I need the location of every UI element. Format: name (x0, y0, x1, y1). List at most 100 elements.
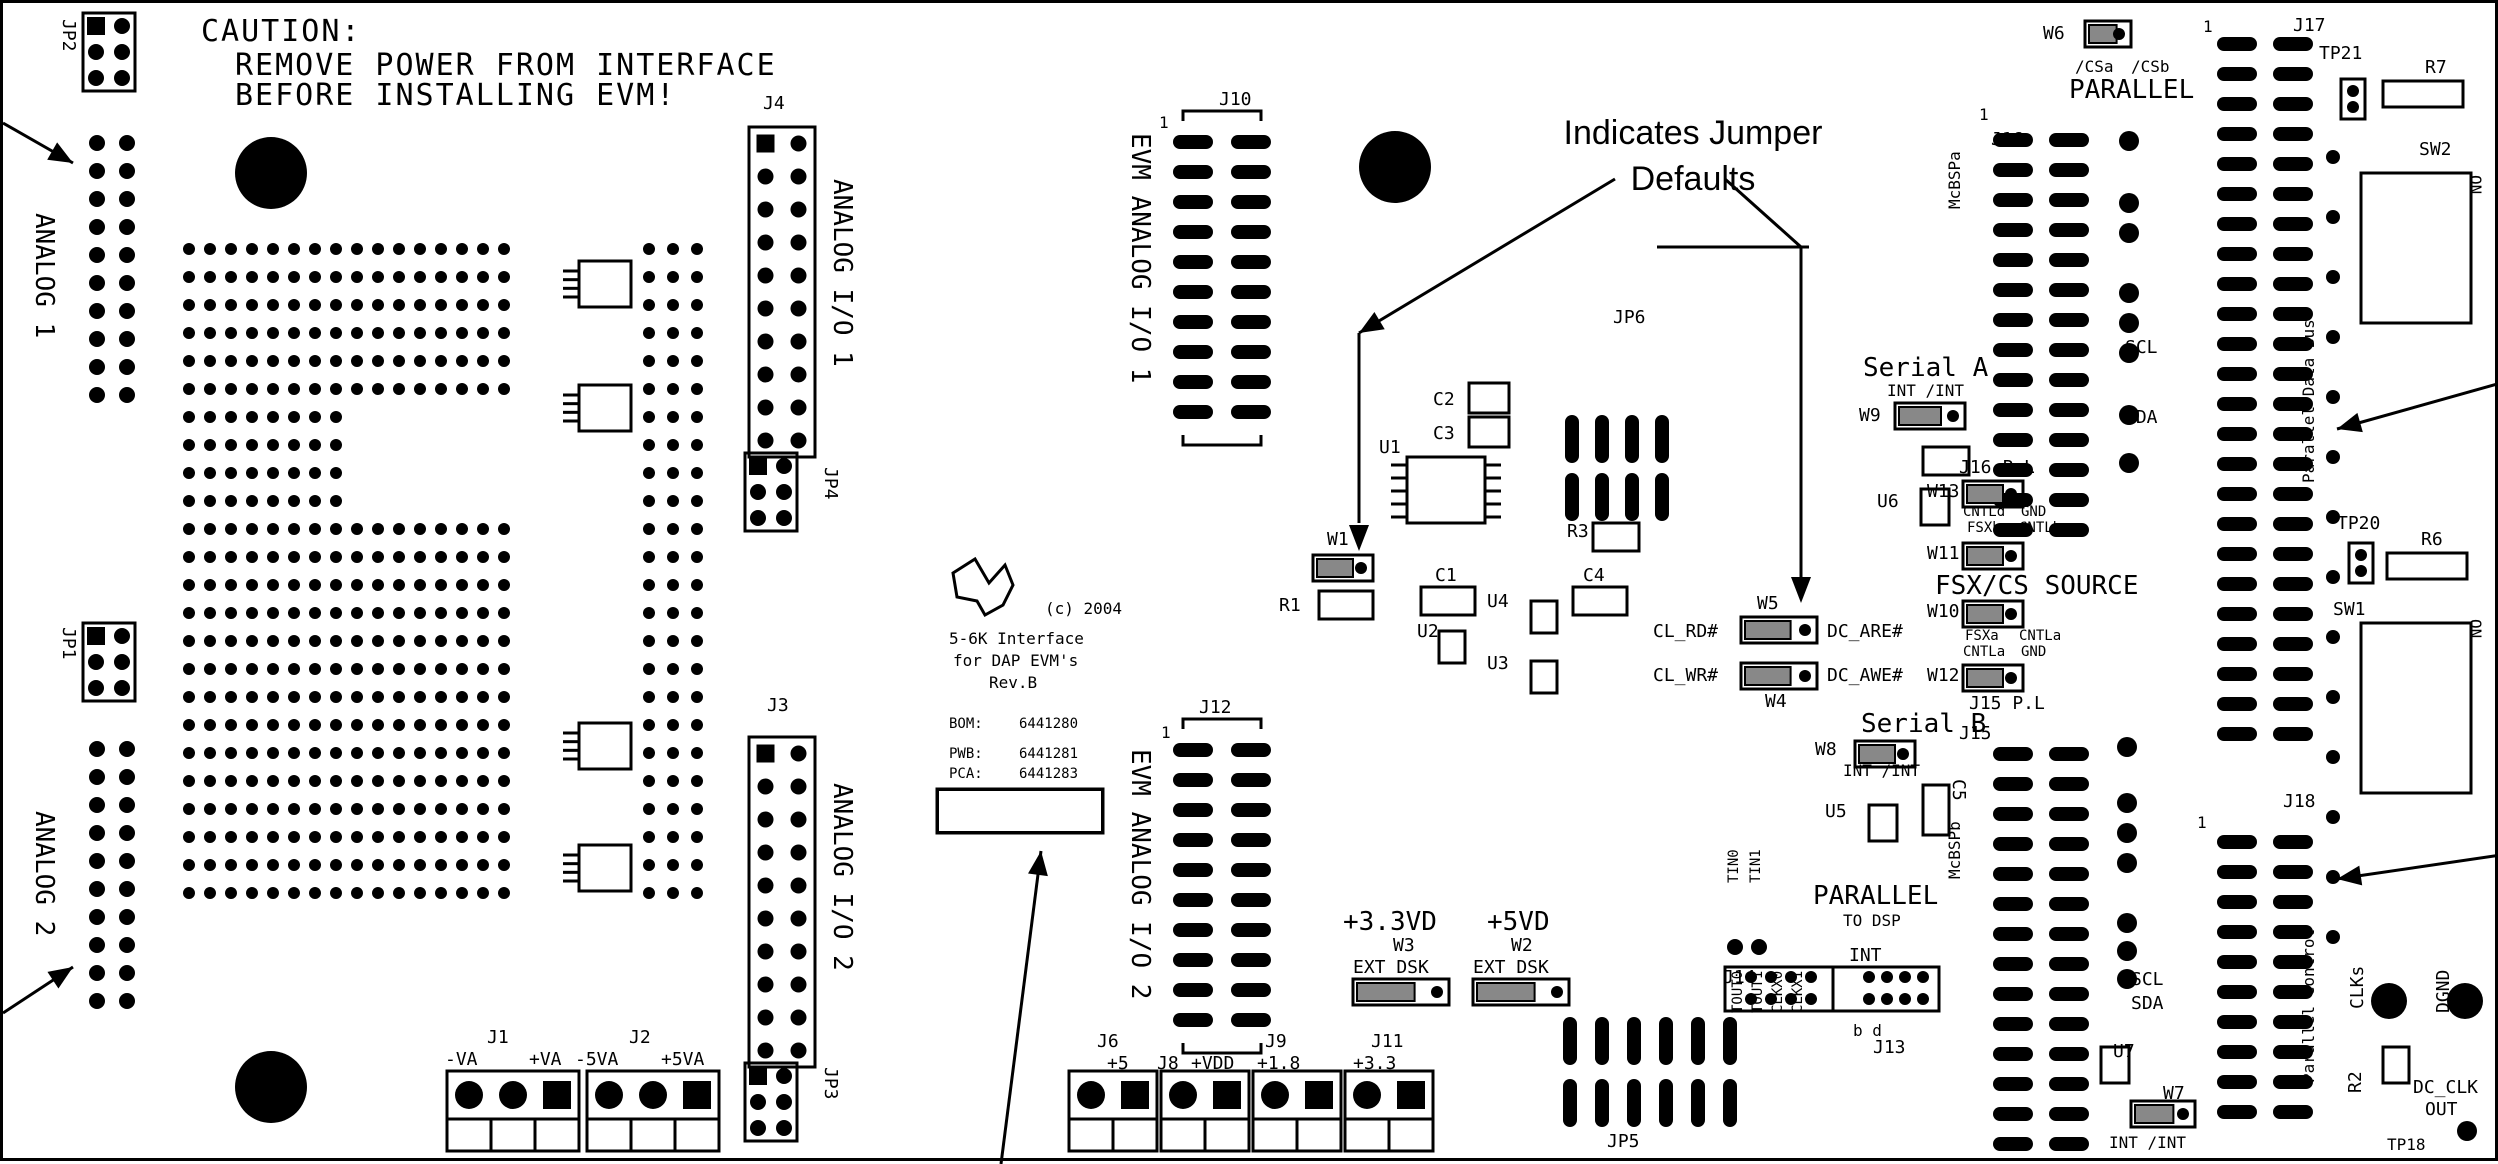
j3-pin (790, 778, 807, 795)
analog1-pin (119, 303, 135, 319)
proto-pad (414, 719, 426, 731)
proto-pad (414, 551, 426, 563)
parallel-top-label: PARALLEL (2069, 75, 2195, 105)
proto-pad (183, 467, 195, 479)
proto-pad (372, 859, 384, 871)
jp1-pin (114, 654, 130, 670)
proto-pad (691, 383, 703, 395)
j18-pad (2217, 865, 2257, 879)
proto-pad (183, 411, 195, 423)
j4-pin (757, 333, 774, 350)
proto-pad (477, 663, 489, 675)
via (2326, 270, 2340, 284)
jp2-label: JP2 (58, 19, 79, 52)
serial-b-label: Serial B (1861, 709, 1987, 739)
w13-pin (2005, 488, 2017, 500)
fsx-cs-source-label: FSX/CS SOURCE (1935, 571, 2139, 601)
j14-pin (1785, 993, 1797, 1005)
proto-pad (225, 327, 237, 339)
jp3-pin (750, 1120, 766, 1136)
j18-pad (2273, 925, 2313, 939)
proto-pad (309, 439, 321, 451)
via (2326, 630, 2340, 644)
proto-pad (225, 747, 237, 759)
w7-pin (2177, 1108, 2189, 1120)
proto-pad (667, 523, 679, 535)
proto-pad (667, 355, 679, 367)
proto-pad (667, 859, 679, 871)
j17-pad (2217, 427, 2257, 441)
proto-pad (477, 243, 489, 255)
jp5-pad (1723, 1017, 1737, 1065)
analog2-pin (119, 937, 135, 953)
proto-pad (204, 859, 216, 871)
proto-pad (309, 859, 321, 871)
proto-pad (288, 607, 300, 619)
proto-pad (330, 271, 342, 283)
j12-pad (1173, 773, 1213, 787)
proto-pad (643, 747, 655, 759)
proto-pad (643, 859, 655, 871)
analog2-pin (89, 853, 105, 869)
proto-pad (246, 607, 258, 619)
jp4-pin (776, 458, 792, 474)
proto-pad (435, 635, 447, 647)
proto-pad (225, 831, 237, 843)
analog1-pin (89, 331, 105, 347)
proto-pad (667, 607, 679, 619)
test-point (2119, 453, 2139, 473)
jp5-pad (1627, 1017, 1641, 1065)
u5-body (1867, 803, 1899, 843)
v33-label: +3.3VD (1343, 907, 1437, 937)
test-point (2117, 823, 2137, 843)
callout-to-w5-head (1791, 577, 1811, 603)
j16-pad (2049, 223, 2089, 237)
j12-bracket-bottom (1181, 1043, 1263, 1055)
j16-pad (2049, 193, 2089, 207)
jp3-pin (776, 1068, 792, 1084)
j15-pad (2049, 1017, 2089, 1031)
proto-pad (267, 467, 279, 479)
j11-pin1 (1397, 1081, 1425, 1109)
proto-pad (309, 691, 321, 703)
proto-pad (372, 803, 384, 815)
w7-int-label: INT /INT (2109, 1133, 2187, 1152)
proto-pad (477, 691, 489, 703)
j4-pin (757, 267, 774, 284)
proto-pad (667, 299, 679, 311)
proto-pad (393, 691, 405, 703)
j17-pad (2273, 217, 2313, 231)
analog1-pin (89, 135, 105, 151)
j12-pin1: 1 (1161, 723, 1171, 742)
j16-pad (1993, 373, 2033, 387)
proto-pad (246, 411, 258, 423)
proto-pad (309, 271, 321, 283)
tp18-pad (2457, 1121, 2477, 1141)
evm-analog-io-1-label: EVM ANALOG I/O 1 (1125, 133, 1155, 384)
ext-dsk-label-b: EXT DSK (1473, 957, 1549, 978)
j15-pad (1993, 837, 2033, 851)
j10-pad (1231, 195, 1271, 209)
proto-pad (288, 411, 300, 423)
proto-pad (435, 607, 447, 619)
proto-pad (691, 635, 703, 647)
proto-pad (372, 271, 384, 283)
j10-label: J10 (1219, 89, 1252, 110)
jp4-pin (750, 510, 766, 526)
copyright-line-2: for DAP EVM's (953, 651, 1079, 670)
caution-line-1: REMOVE POWER FROM INTERFACE (235, 48, 777, 83)
callout-to-w1-head (1349, 525, 1369, 551)
proto-pad (498, 607, 510, 619)
j18-pad (2273, 985, 2313, 999)
w8-outline (1853, 739, 1917, 769)
j3-pin (757, 943, 774, 960)
tp21-outline (2339, 77, 2367, 121)
j16-label: J16 (1991, 129, 2024, 150)
j2-pin (595, 1081, 623, 1109)
proto-pad (288, 803, 300, 815)
proto-pad (498, 887, 510, 899)
r3-label: R3 (1567, 521, 1589, 542)
via (2326, 150, 2340, 164)
clks-test-point (2371, 983, 2407, 1019)
proto-pad (643, 831, 655, 843)
